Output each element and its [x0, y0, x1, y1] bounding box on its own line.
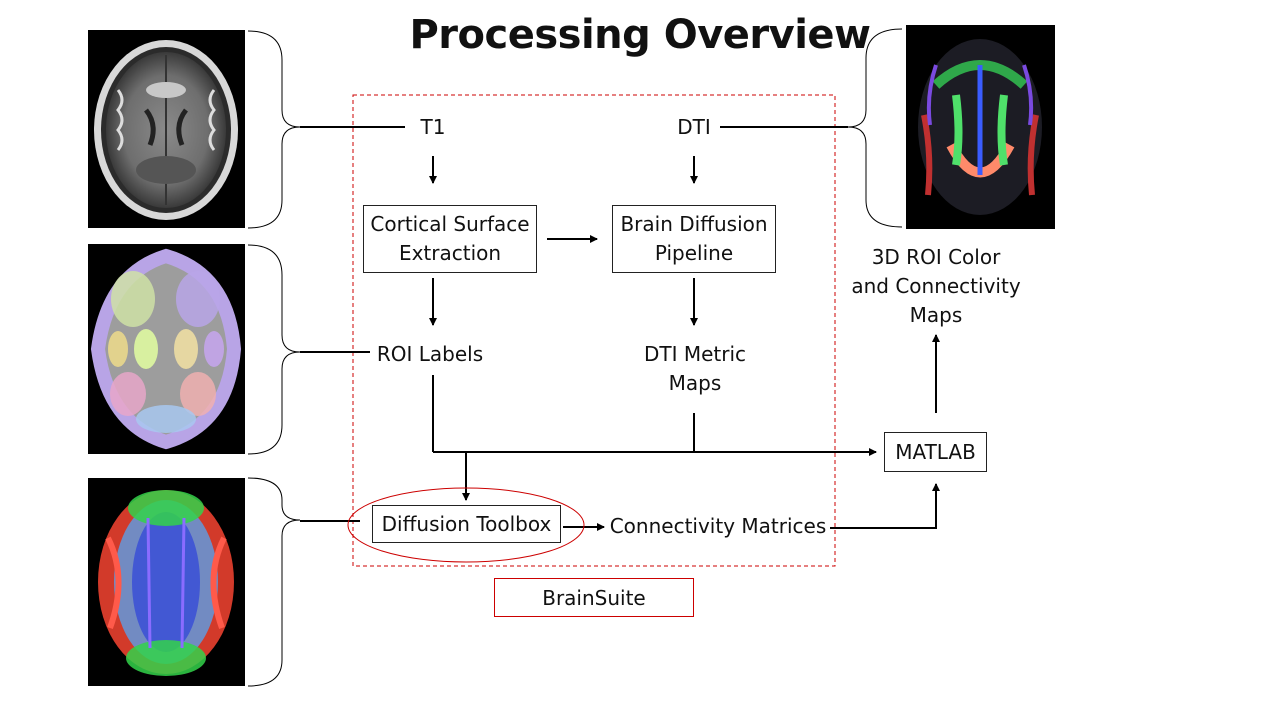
node-connectivity-matrices: Connectivity Matrices: [609, 514, 827, 538]
brainsuite-region: [352, 94, 836, 567]
page-title: Processing Overview: [409, 12, 871, 58]
node-dti: DTI: [677, 115, 711, 139]
node-dti-metric-maps: DTI Metric Maps: [620, 340, 770, 398]
node-3d-roi-maps: 3D ROI Color and Connectivity Maps: [850, 243, 1022, 330]
bdp-line-2: Pipeline: [654, 241, 734, 265]
dti-metric-line-1: DTI Metric: [643, 342, 747, 366]
brace-labels: [247, 244, 301, 455]
node-roi-labels: ROI Labels: [376, 342, 484, 366]
brace-tracts: [247, 477, 301, 687]
node-brain-diffusion-pipeline: Brain Diffusion Pipeline: [612, 205, 776, 273]
cortical-line-2: Extraction: [398, 241, 502, 265]
roi-maps-line-3: Maps: [909, 303, 963, 327]
node-diffusion-toolbox: Diffusion Toolbox: [372, 505, 561, 543]
bdp-line-1: Brain Diffusion: [620, 212, 768, 236]
dti-metric-line-2: Maps: [668, 371, 722, 395]
roi-maps-line-1: 3D ROI Color: [871, 245, 1001, 269]
t1-mri-image: [88, 30, 245, 228]
tractography-image: [88, 478, 245, 686]
cortical-line-1: Cortical Surface: [370, 212, 530, 236]
node-cortical-surface-extraction: Cortical Surface Extraction: [363, 205, 537, 273]
diffusion-toolbox-highlight: [347, 487, 585, 563]
node-matlab: MATLAB: [884, 432, 987, 472]
brace-t1: [247, 30, 301, 229]
node-t1: T1: [420, 115, 446, 139]
roi-labels-image: [88, 244, 245, 454]
brainsuite-label: BrainSuite: [494, 578, 694, 617]
dti-color-map-image: [906, 25, 1055, 229]
brace-dti: [847, 28, 903, 228]
roi-maps-line-2: and Connectivity: [851, 274, 1021, 298]
